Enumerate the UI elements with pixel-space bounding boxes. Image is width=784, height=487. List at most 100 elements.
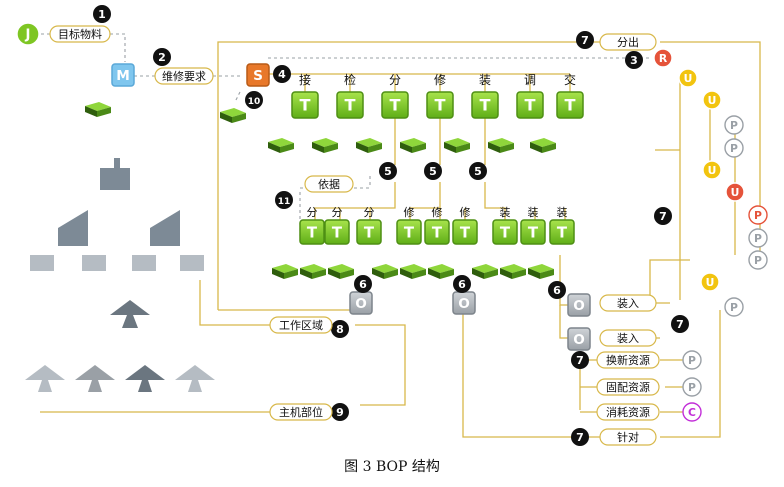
t-node-top-2-letter: T bbox=[345, 96, 356, 115]
t-node-top-7-letter: T bbox=[565, 96, 576, 115]
airplane-icon-main bbox=[110, 300, 150, 328]
top-op-label: 检 bbox=[344, 72, 356, 87]
p-node-letter: P bbox=[754, 232, 762, 245]
fixed_resource-text: 固配资源 bbox=[606, 380, 650, 394]
svg-text:8: 8 bbox=[336, 323, 344, 336]
marker-4: 4 bbox=[273, 65, 291, 83]
cart-icon bbox=[180, 255, 204, 271]
p-node: P bbox=[748, 250, 768, 270]
label-maintenance_req: 维修要求 bbox=[154, 67, 214, 85]
t-node-sub-1: T bbox=[299, 219, 325, 245]
svg-text:5: 5 bbox=[429, 165, 437, 178]
renew_resource-text: 换新资源 bbox=[606, 353, 650, 367]
o-node-1-letter: O bbox=[355, 296, 367, 312]
o-node-3-letter: O bbox=[573, 298, 585, 314]
label-assemble_in_2: 装入 bbox=[599, 329, 657, 347]
t-node-sub-7-letter: T bbox=[500, 223, 511, 241]
sub-op-label: 装 bbox=[557, 206, 568, 219]
factory-icon bbox=[100, 168, 130, 190]
document-icon bbox=[300, 264, 326, 279]
marker-11: 11 bbox=[275, 191, 293, 209]
svg-text:1: 1 bbox=[98, 8, 106, 21]
top-op-label: 修 bbox=[434, 72, 446, 87]
airplane-icon bbox=[125, 365, 165, 392]
p-node-letter: P bbox=[754, 254, 762, 267]
figure-caption: 图 3 BOP 结构 bbox=[344, 459, 440, 475]
p-node: P bbox=[724, 115, 744, 135]
t-node-top-3-letter: T bbox=[390, 96, 401, 115]
t-node-sub-4-letter: T bbox=[404, 223, 415, 241]
document-icon bbox=[268, 138, 294, 153]
top-op-label: 分 bbox=[389, 73, 401, 87]
u-node: U bbox=[678, 68, 698, 88]
t-node-sub-3-letter: T bbox=[364, 223, 375, 241]
p-node: P bbox=[682, 377, 702, 397]
o-node-2-letter: O bbox=[458, 296, 470, 312]
svg-text:2: 2 bbox=[158, 51, 166, 64]
t-node-top-4: T bbox=[426, 91, 454, 119]
airplane-icon bbox=[75, 365, 115, 392]
sub-op-label: 分 bbox=[364, 206, 375, 219]
j-node-letter: J bbox=[25, 28, 31, 43]
m-node: M bbox=[111, 63, 135, 87]
marker-9: 9 bbox=[331, 403, 349, 421]
svg-text:10: 10 bbox=[248, 97, 261, 107]
svg-text:6: 6 bbox=[458, 278, 466, 291]
t-node-sub-2: T bbox=[324, 219, 350, 245]
u-node: U bbox=[725, 182, 745, 202]
label-basis: 依据 bbox=[304, 175, 354, 193]
marker-7: 7 bbox=[576, 31, 594, 49]
o-node-1: O bbox=[349, 291, 373, 315]
t-node-top-2: T bbox=[336, 91, 364, 119]
marker-8: 8 bbox=[331, 320, 349, 338]
marker-5: 5 bbox=[379, 162, 397, 180]
svg-text:7: 7 bbox=[576, 431, 584, 444]
label-target_for: 针对 bbox=[599, 428, 657, 446]
r-node-letter: R bbox=[659, 52, 668, 65]
sub-op-label: 修 bbox=[432, 205, 443, 219]
label-fixed_resource: 固配资源 bbox=[596, 378, 660, 396]
p-node-red-letter: P bbox=[754, 209, 762, 222]
document-icon bbox=[220, 108, 246, 123]
assemble_in_2-text: 装入 bbox=[617, 332, 639, 345]
o-node-4: O bbox=[567, 327, 591, 351]
marker-5: 5 bbox=[424, 162, 442, 180]
t-node-top-7: T bbox=[556, 91, 584, 119]
t-node-sub-5: T bbox=[424, 219, 450, 245]
p-node-red: P bbox=[748, 205, 768, 225]
target_material-text: 目标物料 bbox=[58, 27, 102, 41]
marker-10: 10 bbox=[245, 91, 263, 109]
cart-icon bbox=[82, 255, 106, 271]
marker-6: 6 bbox=[548, 281, 566, 299]
u-node: U bbox=[702, 90, 722, 110]
document-icon bbox=[428, 264, 454, 279]
fleet-icons bbox=[25, 158, 215, 392]
sub-op-label: 分 bbox=[332, 206, 343, 219]
marker-3: 3 bbox=[625, 51, 643, 69]
t-node-top-1-letter: T bbox=[300, 96, 311, 115]
warehouse-icon-right bbox=[150, 210, 180, 228]
marker-7: 7 bbox=[571, 351, 589, 369]
svg-text:7: 7 bbox=[581, 34, 589, 47]
top-op-label: 接 bbox=[299, 72, 311, 87]
t-node-sub-3: T bbox=[356, 219, 382, 245]
split_out-text: 分出 bbox=[617, 35, 639, 49]
m-node-letter: M bbox=[116, 68, 130, 84]
top-op-label: 交 bbox=[564, 72, 576, 87]
document-icon bbox=[472, 264, 498, 279]
svg-text:4: 4 bbox=[278, 68, 286, 81]
sub-op-label: 装 bbox=[500, 206, 511, 219]
target_for-text: 针对 bbox=[617, 430, 639, 444]
svg-text:3: 3 bbox=[630, 54, 638, 67]
document-icon bbox=[400, 138, 426, 153]
document-icon bbox=[400, 264, 426, 279]
t-node-sub-4: T bbox=[396, 219, 422, 245]
svg-text:5: 5 bbox=[474, 165, 482, 178]
svg-text:7: 7 bbox=[659, 210, 667, 223]
t-node-sub-6: T bbox=[452, 219, 478, 245]
svg-text:5: 5 bbox=[384, 165, 392, 178]
t-node-top-3: T bbox=[381, 91, 409, 119]
svg-text:6: 6 bbox=[553, 284, 561, 297]
t-node-top-4-letter: T bbox=[435, 96, 446, 115]
p-node: P bbox=[682, 350, 702, 370]
